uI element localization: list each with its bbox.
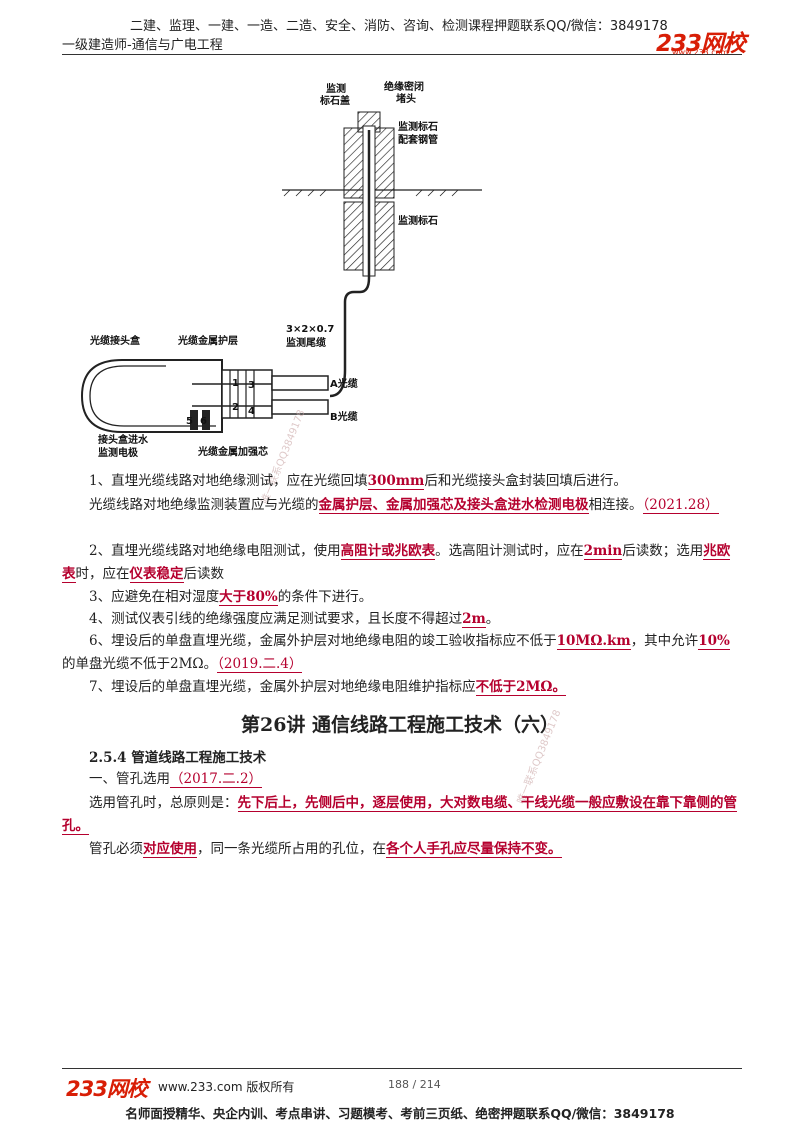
site-logo[interactable]: 233网校 <box>656 31 746 57</box>
label-cable-b: B光缆 <box>330 410 358 423</box>
paragraph: 4、测试仪表引线的绝缘强度应满足测试要求，且长度不得超过2m。 <box>89 611 500 628</box>
label-num-2: 2 <box>232 402 239 413</box>
paragraph: 光缆线路对地绝缘监测装置应与光缆的金属护层、金属加强芯及接头盒进水检测电极相连接… <box>89 497 719 514</box>
insulation-monitoring-diagram: 监测 标石盖 绝缘密闭 堵头 监测标石 配套钢管 监测标石 3×2×0.7 监测… <box>80 80 482 459</box>
paragraph: 一、管孔选用（2017.二.2） <box>89 771 263 788</box>
paragraph: 3、应避免在相对湿度大于80%的条件下进行。 <box>89 589 373 606</box>
footer-divider <box>62 1068 742 1069</box>
monitor-tail-cable <box>329 130 371 398</box>
label-electrode-1: 接头盒进水 <box>98 433 149 446</box>
header-courses-line: 二建、监理、一建、一造、二造、安全、消防、咨询、检测课程押题联系QQ/微信：38… <box>130 19 668 34</box>
label-electrode-2: 监测电极 <box>98 446 139 459</box>
label-num-6: 6 <box>200 416 207 427</box>
paragraph: 管孔必须对应使用，同一条光缆所占用的孔位，在各个人手孔应尽量保持不变。 <box>89 841 562 858</box>
label-stone: 监测标石 <box>398 214 438 227</box>
footer-copyright: www.233.com 版权所有 <box>158 1080 295 1094</box>
label-cable-a: A光缆 <box>330 377 358 390</box>
site-logo-url: www.233.com <box>672 48 729 57</box>
label-num-4: 4 <box>248 406 255 417</box>
label-cap-1: 监测 <box>326 82 346 95</box>
header-subject: 一级建造师-通信与广电工程 <box>62 38 223 53</box>
paragraph: 选用管孔时，总原则是：先下后上，先侧后中，逐层使用，大对数电缆、干线光缆一般应敷… <box>62 795 737 835</box>
label-num-1: 1 <box>232 378 239 389</box>
joint-box <box>80 359 223 433</box>
label-cap-2: 标石盖 <box>319 94 350 107</box>
label-tail-spec: 3×2×0.7 <box>286 324 334 335</box>
label-strength-core: 光缆金属加强芯 <box>197 445 268 458</box>
label-tail: 监测尾缆 <box>286 336 326 349</box>
label-seal-1: 绝缘密闭 <box>384 80 424 93</box>
footer-promo: 名师面授精华、央企内训、考点串讲、习题模考、考前三页纸、绝密押题联系QQ/微信：… <box>125 1106 675 1121</box>
subsection-title: 2.5.4 管道线路工程施工技术 <box>89 750 267 766</box>
label-num-5: 5 <box>186 416 193 427</box>
label-seal-2: 堵头 <box>396 92 416 105</box>
label-pipe-1: 监测标石 <box>398 120 438 133</box>
footer-logo[interactable]: 233网校 <box>66 1077 148 1101</box>
label-num-3: 3 <box>248 380 255 391</box>
label-sheath: 光缆金属护层 <box>177 334 238 347</box>
paragraph: 7、埋设后的单盘直埋光缆，金属外护层对地绝缘电阻维护指标应不低于2MΩ。 <box>89 679 566 696</box>
header-divider <box>62 54 742 55</box>
label-pipe-2: 配套钢管 <box>398 133 438 146</box>
section-title: 第26讲 通信线路工程施工技术（六） <box>240 714 560 736</box>
page-number: 188 / 214 <box>388 1078 441 1091</box>
paragraph: 2、直埋光缆线路对地绝缘电阻测试，使用高阻计或兆欧表。选高阻计测试时，应在2mi… <box>62 543 731 583</box>
paragraph: 6、埋设后的单盘直埋光缆，金属外护层对地绝缘电阻的竣工验收指标应不低于10MΩ.… <box>62 633 730 673</box>
paragraph: 1、直埋光缆线路对地绝缘测试，应在光缆回填300mm后和光缆接头盒封装回填后进行… <box>89 473 627 490</box>
label-joint-box: 光缆接头盒 <box>89 334 141 347</box>
